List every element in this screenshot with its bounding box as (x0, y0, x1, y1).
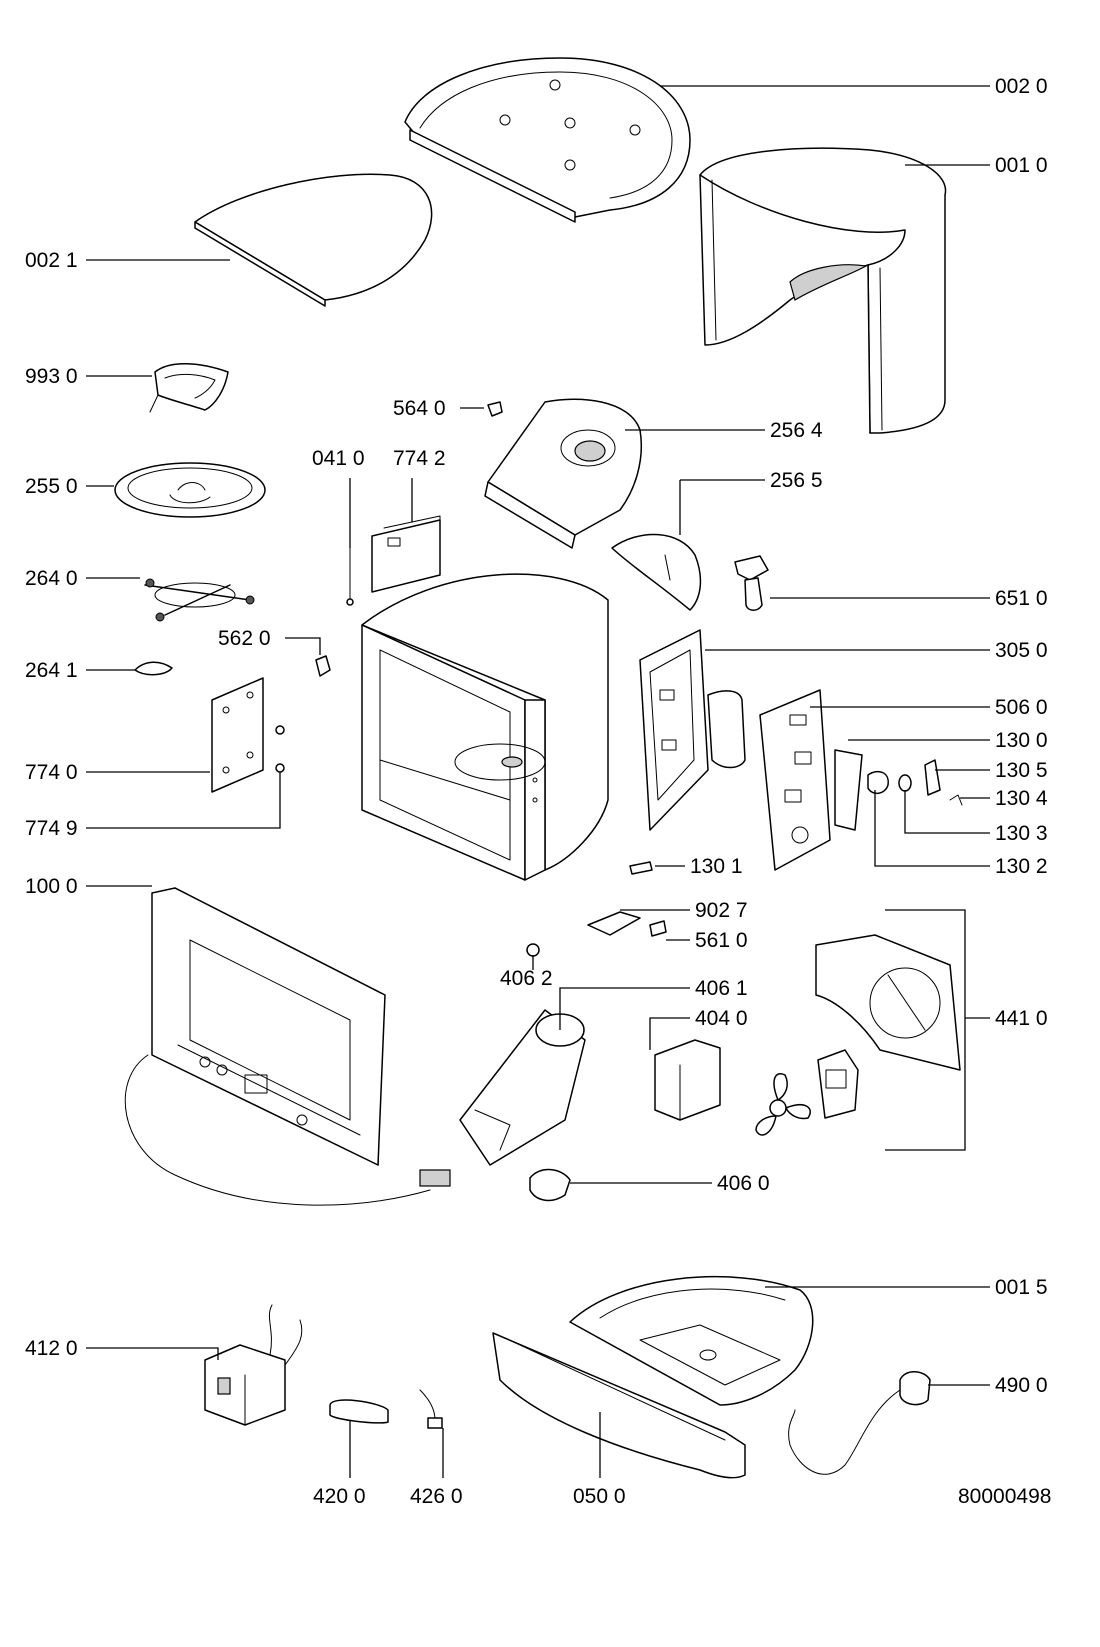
label-441-0: 441 0 (995, 1007, 1048, 1030)
label-420-0: 420 0 (313, 1485, 366, 1508)
part-control-board (759, 689, 831, 871)
label-561-0: 561 0 (695, 929, 748, 952)
part-hv-transformer (204, 1304, 303, 1426)
part-base-pan (569, 1275, 814, 1406)
label-406-0: 406 0 (717, 1172, 770, 1195)
leader-lines (86, 85, 990, 1478)
part-shield (611, 533, 702, 611)
label-264-0: 264 0 (25, 567, 78, 590)
part-small-clips (315, 401, 503, 677)
label-562-0: 562 0 (218, 627, 271, 650)
label-130-4: 130 4 (995, 787, 1048, 810)
label-050-0: 050 0 (573, 1485, 626, 1508)
label-993-0: 993 0 (25, 365, 78, 388)
label-130-0: 130 0 (995, 729, 1048, 752)
label-264-1: 264 1 (25, 659, 78, 682)
label-564-0: 564 0 (393, 397, 446, 420)
label-130-2: 130 2 (995, 855, 1048, 878)
part-waveguide-cover (484, 398, 643, 549)
part-transformer-small (654, 1039, 721, 1121)
part-small-motor (817, 1049, 859, 1119)
part-roller-ring (144, 578, 255, 622)
label-002-0: 002 0 (995, 75, 1048, 98)
label-651-0: 651 0 (995, 587, 1048, 610)
part-lamp-connector (734, 555, 769, 611)
label-406-1: 406 1 (695, 977, 748, 1000)
part-power-cord (788, 1371, 931, 1475)
label-256-4: 256 4 (770, 419, 823, 442)
label-100-0: 100 0 (25, 875, 78, 898)
part-bracket (149, 363, 229, 413)
label-412-0: 412 0 (25, 1337, 78, 1360)
part-fan-motor-assembly (459, 1009, 586, 1166)
label-774-9: 774 9 (25, 817, 78, 840)
part-door (124, 887, 451, 1206)
part-mica-sheet (371, 515, 441, 593)
label-490-0: 490 0 (995, 1374, 1048, 1397)
part-cover-plate (194, 173, 433, 307)
label-902-7: 902 7 (695, 899, 748, 922)
part-interlock-switches (834, 749, 963, 831)
label-130-5: 130 5 (995, 759, 1048, 782)
label-002-1: 002 1 (25, 249, 78, 272)
part-diode (419, 1389, 443, 1429)
part-outer-wrap (699, 147, 947, 434)
part-pin (629, 861, 653, 875)
label-774-0: 774 0 (25, 761, 78, 784)
label-130-3: 130 3 (995, 822, 1048, 845)
part-glass-turntable (114, 462, 266, 518)
part-front-strip (492, 1332, 746, 1479)
part-labels: 002 0 001 0 002 1 993 0 564 0 256 4 041 … (25, 75, 1051, 1508)
label-426-0: 426 0 (410, 1485, 463, 1508)
label-001-5: 001 5 (995, 1276, 1048, 1299)
label-130-1: 130 1 (690, 855, 743, 878)
part-coupler (134, 661, 173, 676)
part-fan-duct (815, 934, 961, 1071)
label-506-0: 506 0 (995, 696, 1048, 719)
part-oven-cavity (361, 573, 609, 881)
part-side-plate (211, 677, 285, 793)
label-404-0: 404 0 (695, 1007, 748, 1030)
part-hinge-bracket (639, 629, 746, 831)
label-406-2: 406 2 (500, 967, 553, 990)
label-256-5: 256 5 (770, 469, 823, 492)
part-capacitor (329, 1399, 389, 1424)
label-774-2: 774 2 (393, 447, 446, 470)
label-305-0: 305 0 (995, 639, 1048, 662)
document-number: 80000498 (958, 1485, 1051, 1508)
label-255-0: 255 0 (25, 475, 78, 498)
label-001-0: 001 0 (995, 154, 1048, 177)
part-small-bracket (526, 911, 667, 957)
part-top-cover (404, 57, 691, 223)
part-turntable-motor (529, 1168, 571, 1202)
label-041-0: 041 0 (312, 447, 365, 470)
part-fan-blade (755, 1073, 811, 1136)
